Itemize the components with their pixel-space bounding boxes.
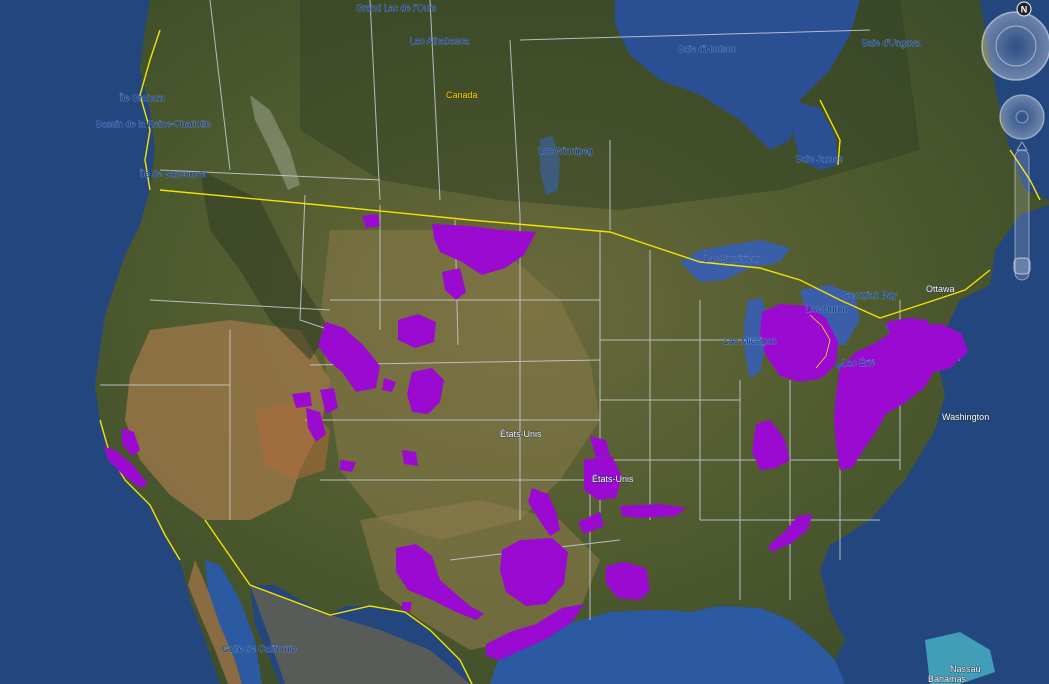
shale-paradox [382, 378, 396, 392]
gulf-of-california [205, 560, 262, 684]
shale-piceance [320, 388, 338, 414]
shale-denver-basin [407, 368, 444, 414]
navigation-controls: N [981, 1, 1049, 281]
map-labels: Canada États-Unis États-Unis Washington … [96, 3, 990, 684]
lake-winnipeg [540, 135, 560, 196]
michigan-outline [809, 314, 831, 369]
north-indicator[interactable]: N [1016, 1, 1032, 17]
shale-monterey-2 [104, 446, 148, 488]
label-lac-huron: Lac Huron [806, 304, 848, 314]
label-golfe-californie: Golfe de Californie [222, 644, 297, 654]
great-plains-tan [320, 230, 600, 540]
zoom-slider[interactable] [1013, 141, 1031, 281]
shale-permian-small [402, 602, 412, 612]
label-lac-erie: Lac Érié [842, 358, 875, 368]
shale-monterey-1 [122, 428, 140, 456]
shale-bakken [432, 224, 536, 275]
texas-plains [360, 500, 600, 650]
label-lac-athabasca: Lac Athabasca [410, 36, 469, 46]
baja-peninsula [188, 560, 242, 684]
shale-powder-river [398, 314, 436, 348]
label-grand-lac-ours: Grand Lac de l'Ours [356, 3, 437, 13]
shale-woodford-2 [590, 436, 610, 458]
lake-superior [680, 240, 790, 282]
hudson-bay [615, 0, 860, 150]
label-nassau: Nassau [950, 664, 981, 674]
gulf-of-mexico [490, 606, 845, 684]
james-bay [790, 100, 838, 170]
label-etats-unis-1: États-Unis [500, 429, 542, 439]
label-ile-graham: Île Graham [119, 93, 165, 103]
label-lac-winnipeg: Lac Winnipeg [538, 146, 593, 156]
shale-barnett-ext [528, 488, 560, 536]
shale-utica-north [886, 318, 930, 334]
shale-antrim [760, 304, 838, 382]
label-georgian-bay: Georgian Bay [842, 290, 898, 300]
label-ile-vancouver: Île de Vancouver [139, 169, 207, 179]
compass-ring[interactable] [981, 11, 1049, 81]
shale-fayetteville [620, 504, 686, 518]
shale-permian [396, 544, 484, 620]
shale-small-red [578, 512, 604, 534]
shale-marcellus [834, 324, 968, 470]
north-letter: N [1021, 5, 1028, 15]
label-bahamas: Bahamas [928, 674, 967, 684]
label-canada: Canada [446, 90, 478, 100]
label-baie-ungava: Baie d'Ungava [862, 38, 920, 48]
shale-formations [104, 214, 968, 660]
shale-uinta [292, 392, 312, 408]
label-bassin-reine-charlotte: Bassin de la Reine-Charlotte [96, 119, 211, 129]
shale-green-river [318, 322, 380, 392]
zoom-slider-handle[interactable] [1013, 257, 1031, 275]
shale-haynesville [606, 562, 650, 600]
shale-raton-2 [402, 450, 418, 466]
shale-raton [340, 460, 356, 472]
bahamas-shallows [925, 632, 995, 684]
label-washington: Washington [942, 412, 989, 422]
shale-woodford-1 [584, 456, 622, 500]
mexico-highlands [250, 585, 470, 684]
label-etats-unis-2: États-Unis [592, 474, 634, 484]
shale-appalachian-valley [768, 514, 812, 552]
rockies-dark [200, 170, 330, 360]
shale-san-juan [306, 408, 326, 442]
shale-williston-small [362, 214, 380, 228]
shale-niobrara-north [442, 268, 466, 300]
shale-new-albany [752, 420, 790, 470]
label-baie-james: Baie James [796, 154, 844, 164]
label-lac-superieur: Lac Supérieur [704, 254, 760, 264]
label-lac-michigan: Lac Michigan [724, 336, 777, 346]
look-joystick[interactable] [999, 94, 1045, 140]
label-baie-hudson: Baie d'Hudson [678, 44, 736, 54]
snow-rockies [250, 95, 300, 190]
shale-eagle-ford [486, 604, 584, 660]
shale-barnett [500, 538, 568, 606]
label-ottawa: Ottawa [926, 284, 955, 294]
lake-huron [800, 285, 860, 345]
